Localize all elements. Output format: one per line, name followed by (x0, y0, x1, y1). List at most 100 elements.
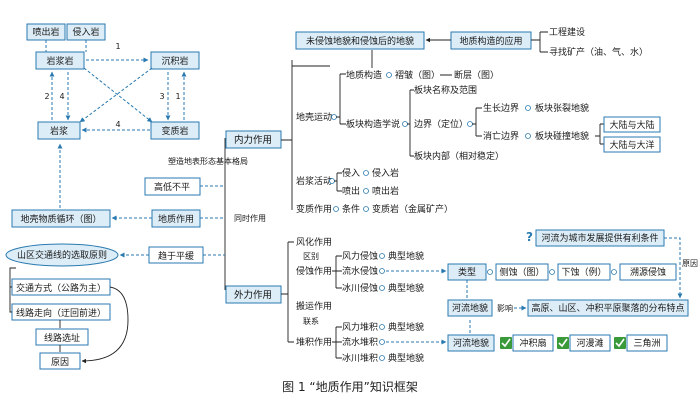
glacier-erosion-label: 冰川侵蚀 (342, 282, 378, 294)
boundary-bracket (472, 107, 482, 137)
node-icon (379, 339, 385, 345)
metamorphism-label: 变质作用 (296, 203, 332, 215)
fold-label: 褶皱（图） (395, 69, 440, 81)
internal-force-box (225, 130, 282, 149)
river-landform-box (447, 299, 493, 317)
floodplain-box (569, 334, 611, 352)
influence-label: 影响 (497, 303, 513, 313)
node-icon (611, 269, 617, 275)
river-landform-label: 河流地貌 (452, 302, 488, 314)
untouched-label: 未侵蚀地貌和侵蚀后的地貌 (306, 35, 414, 47)
alluvial-fan-box (512, 334, 554, 352)
rock-link-top (45, 40, 87, 52)
down-erosion-label: 下蚀（例） (561, 266, 606, 278)
num-3: 3 (159, 92, 164, 101)
question-icon: ? (526, 230, 533, 244)
crust-cycle-box (11, 209, 111, 228)
magma-box (37, 121, 81, 140)
magma-activity-label: 岩浆活动 (296, 175, 332, 187)
eruptive-rock-label: 喷出岩 (32, 26, 59, 38)
city-condition-label: 河流为城市发展提供有利条件 (541, 232, 658, 244)
headward-box (619, 263, 677, 281)
external-force-label: 外力作用 (234, 289, 272, 301)
crust-movement-label: 地壳运动 (296, 111, 332, 123)
external-force-box (225, 285, 282, 304)
check-icon (500, 337, 512, 349)
geo-action-label: 地质作用 (158, 213, 194, 225)
intrusive-rock-label: 侵入岩 (72, 26, 99, 38)
num-4-left: 4 (59, 92, 64, 101)
route-site-label: 线路选址 (44, 332, 80, 344)
eruptive-label: 喷出岩 (372, 185, 399, 197)
reason-label: 原因 (51, 357, 69, 368)
sedimentary-rock-box (150, 51, 200, 70)
node-icon (363, 170, 369, 176)
glacier-deposit-label: 冰川堆积 (342, 352, 378, 364)
sedimentary-rock-label: 沉积岩 (161, 55, 188, 67)
cont-ocean-box (603, 136, 661, 153)
rock-cycle: 喷出岩 侵入岩 岩浆岩 沉积岩 岩浆 变质岩 1 2 4 3 1 4 (26, 23, 200, 140)
node-icon (379, 355, 385, 361)
metamorphic-rock-box (150, 121, 200, 140)
plate-interior-label: 板块内部（相对稳定） (414, 150, 504, 162)
route-principle-label: 山区交通线的选取原则 (17, 249, 107, 261)
central-branches (200, 185, 225, 256)
check-icon (615, 338, 625, 348)
external-bracket (281, 241, 294, 343)
untouched-box (295, 31, 425, 50)
node-icon (525, 133, 531, 139)
unevenness-label: 高低不平 (154, 181, 190, 193)
delta-label: 三角洲 (633, 337, 660, 349)
node-icon (487, 269, 493, 275)
simultaneous-label: 同时作用 (234, 213, 266, 223)
node-icon (363, 188, 369, 194)
plate-theory-label: 板块构造学说 (346, 118, 400, 130)
settlement-label: 高原、山区、冲积平原聚落的分布特点 (531, 302, 684, 314)
magmatic-rock-label: 岩浆岩 (46, 55, 73, 67)
node-icon (363, 206, 369, 212)
minerals-label: 寻找矿产（油、气、水） (549, 46, 648, 58)
arrow-city-settlement (664, 237, 683, 299)
node-icon (379, 268, 385, 274)
num-2: 2 (44, 92, 49, 101)
internal-bracket (281, 60, 330, 210)
num-1-right: 1 (175, 92, 180, 101)
num-1-top: 1 (115, 42, 120, 51)
delta-box (626, 334, 668, 352)
erosion-label: 侵蚀作用 (296, 265, 332, 277)
difference-label: 区别 (303, 252, 319, 261)
cont-cont-box (603, 116, 661, 133)
deposition-label: 堆积作用 (296, 336, 332, 348)
figure-caption: 图 1 “地质作用”知识框架 (282, 380, 418, 394)
river-landform2-label: 河流地貌 (453, 337, 489, 349)
typical-landform-3: 典型地貌 (388, 321, 424, 333)
check-icon (557, 337, 569, 349)
city-reason-label: 原因 (682, 259, 698, 268)
transport-label: 搬运作用 (296, 300, 332, 312)
node-icon (333, 206, 339, 212)
deposition-bracket (332, 326, 342, 359)
growth-boundary-label: 生长边界 (483, 102, 519, 114)
node-icon (379, 253, 385, 259)
river-landform2-box (447, 334, 495, 352)
route-principle-ellipse (5, 243, 119, 267)
side-erosion-label: 侧蚀（图） (499, 266, 544, 278)
typical-landform-4: 典型地貌 (388, 352, 424, 364)
application-label: 地质构造的应用 (459, 35, 522, 47)
transport-mode-label: 交通方式（公路为主） (16, 282, 106, 294)
application-bracket (531, 31, 548, 53)
eruption-label: 喷出 (342, 185, 360, 197)
check-icon (558, 338, 568, 348)
cont-cont-label: 大陆与大陆 (609, 119, 654, 131)
route-site-box (35, 328, 89, 346)
num-4-bottom: 4 (115, 120, 120, 129)
settlement-box (527, 299, 689, 317)
route-curve (81, 286, 129, 364)
node-icon (379, 324, 385, 330)
water-erosion-label: 流水侵蚀 (342, 265, 378, 277)
magma-label: 岩浆 (50, 125, 68, 137)
geo-structure-label: 地质构造 (346, 69, 382, 81)
node-icon (386, 72, 392, 78)
check-icon (614, 337, 626, 349)
